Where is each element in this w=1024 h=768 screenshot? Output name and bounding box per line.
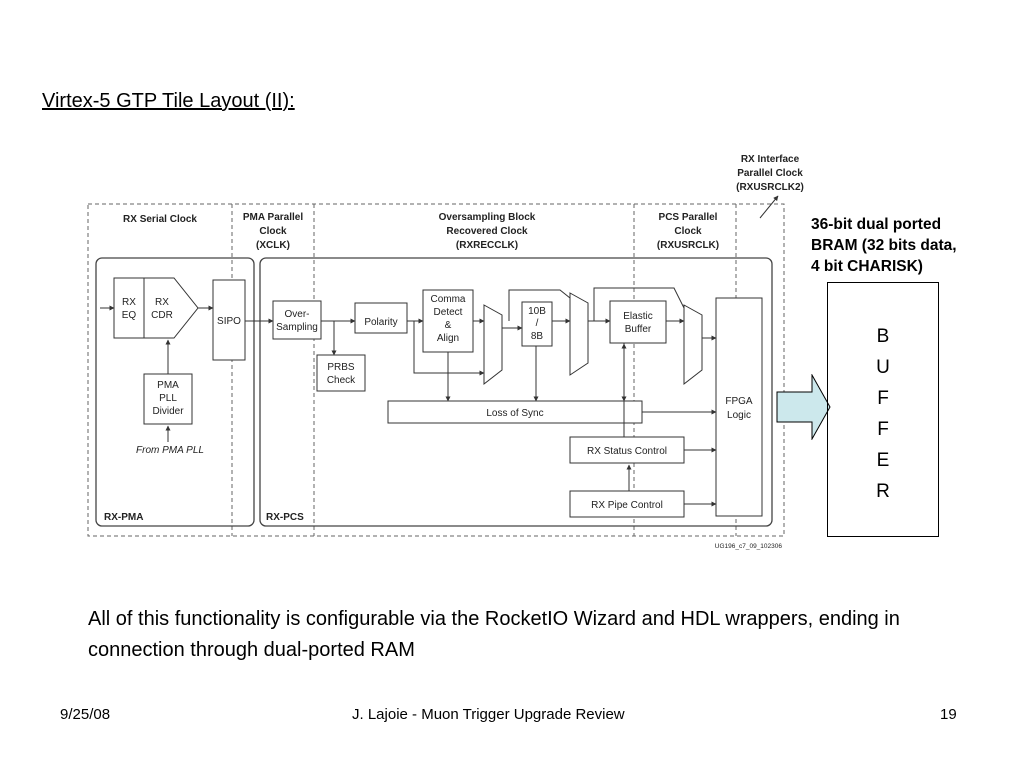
svg-text:Logic: Logic [727, 410, 751, 421]
clock-label-pcs-parallel: PCS Parallel Clock (RXUSRCLK) [657, 212, 719, 251]
svg-text:FPGA: FPGA [725, 396, 753, 407]
clock-label-pma-parallel: PMA Parallel Clock (XCLK) [243, 212, 303, 251]
sipo-label: SIPO [217, 316, 241, 327]
rx-eq-label: RX EQ [122, 297, 137, 321]
rx-status-control-label: RX Status Control [587, 446, 667, 457]
polarity-label: Polarity [364, 317, 397, 328]
bram-note-line: BRAM (32 bits data, [811, 237, 957, 254]
rx-pcs-section [259, 257, 773, 527]
rx-eq-block [113, 277, 145, 339]
rx-pipe-control-label: RX Pipe Control [591, 500, 663, 511]
rx-cdr-block [143, 277, 199, 339]
buffer-box: B U F F E R [827, 282, 939, 537]
rx-status-control-block [569, 436, 685, 464]
svg-text:PRBS: PRBS [327, 362, 355, 373]
figure-id: UG196_c7_09_102306 [715, 543, 783, 550]
svg-text:Align: Align [437, 333, 459, 344]
prbs-check-block [316, 354, 366, 392]
rx-pcs-label: RX-PCS [266, 512, 304, 523]
elastic-buffer-block [609, 300, 667, 344]
mux-2 [569, 292, 589, 376]
svg-text:PMA: PMA [157, 380, 179, 391]
buffer-letter: B [876, 326, 890, 347]
svg-text:PCS Parallel: PCS Parallel [659, 212, 718, 223]
mux-3 [683, 304, 703, 386]
clock-label-oversampling: Oversampling Block Recovered Clock (RXRE… [439, 212, 536, 251]
svg-text:&: & [445, 320, 452, 331]
buffer-letter: F [877, 419, 889, 440]
svg-text:EQ: EQ [122, 310, 137, 321]
decoder-block [521, 301, 553, 347]
bram-note-line: 4 bit CHARISK) [811, 258, 923, 275]
svg-text:Parallel Clock: Parallel Clock [737, 168, 803, 179]
prbs-check-label: PRBS Check [327, 362, 356, 386]
rx-pma-section [95, 257, 255, 527]
footer-page-number: 19 [940, 706, 957, 723]
oversampling-block [272, 300, 322, 340]
bram-note: 36-bit dual ported BRAM (32 bits data, 4… [811, 214, 957, 277]
svg-text:Clock: Clock [259, 226, 287, 237]
svg-text:(XCLK): (XCLK) [256, 240, 290, 251]
footer-presenter: J. Lajoie - Muon Trigger Upgrade Review [352, 706, 625, 723]
svg-text:Divider: Divider [152, 406, 184, 417]
fpga-logic-block [715, 297, 763, 517]
fpga-logic-label: FPGA Logic [725, 396, 753, 421]
buffer-letters: B U F F E R [828, 321, 938, 507]
svg-text:/: / [536, 318, 539, 329]
loss-of-sync-label: Loss of Sync [486, 408, 543, 419]
rx-pma-label: RX-PMA [104, 512, 143, 523]
svg-text:Clock: Clock [674, 226, 702, 237]
svg-text:(RXUSRCLK2): (RXUSRCLK2) [736, 182, 804, 193]
slide-title: Virtex-5 GTP Tile Layout (II): [42, 90, 295, 112]
polarity-block [354, 302, 408, 334]
svg-text:Detect: Detect [434, 307, 463, 318]
svg-text:Recovered Clock: Recovered Clock [446, 226, 528, 237]
buffer-letter: F [877, 388, 889, 409]
svg-text:PLL: PLL [159, 393, 177, 404]
body-text: All of this functionality is configurabl… [88, 608, 900, 661]
svg-text:Buffer: Buffer [625, 324, 652, 335]
rx-cdr-label: RX CDR [151, 297, 173, 321]
rx-interface-pointer [759, 195, 779, 219]
svg-text:Over-: Over- [285, 309, 310, 320]
gtp-tile-diagram: RX Serial Clock PMA Parallel Clock (XCLK… [87, 154, 804, 550]
data-flow-arrow [776, 374, 831, 440]
svg-text:RX: RX [122, 297, 136, 308]
from-pma-pll-label: From PMA PLL [136, 445, 204, 456]
svg-text:10B: 10B [528, 306, 546, 317]
svg-text:Oversampling Block: Oversampling Block [439, 212, 536, 223]
footer-date: 9/25/08 [60, 706, 111, 723]
pma-pll-divider-label: PMA PLL Divider [152, 380, 184, 417]
svg-text:Comma: Comma [430, 294, 465, 305]
buffer-letter: U [876, 357, 890, 378]
clock-label-rx-serial: RX Serial Clock [123, 214, 197, 225]
sipo-block [212, 279, 246, 361]
svg-text:RX Interface: RX Interface [741, 154, 800, 165]
oversampling-label: Over- Sampling [276, 309, 318, 333]
svg-text:(RXUSRCLK): (RXUSRCLK) [657, 240, 719, 251]
pma-pll-divider-block [143, 373, 193, 425]
svg-text:Sampling: Sampling [276, 322, 318, 333]
clock-label-rx-interface: RX Interface Parallel Clock (RXUSRCLK2) [736, 154, 804, 193]
clock-domain-frame [87, 203, 785, 537]
svg-text:(RXRECCLK): (RXRECCLK) [456, 240, 518, 251]
svg-text:CDR: CDR [151, 310, 173, 321]
elastic-buffer-label: Elastic Buffer [623, 311, 652, 335]
bram-note-line: 36-bit dual ported [811, 216, 942, 233]
mux-1 [483, 304, 503, 386]
svg-text:RX: RX [155, 297, 169, 308]
buffer-letter: R [876, 481, 890, 502]
svg-text:8B: 8B [531, 331, 544, 342]
svg-text:Check: Check [327, 375, 356, 386]
svg-text:PMA Parallel: PMA Parallel [243, 212, 303, 223]
comma-detect-label: Comma Detect & Align [430, 294, 465, 344]
buffer-letter: E [876, 450, 890, 471]
datapath-wires [100, 287, 717, 507]
rx-pipe-control-block [569, 490, 685, 518]
decoder-label: 10B / 8B [528, 306, 546, 342]
svg-text:Elastic: Elastic [623, 311, 652, 322]
